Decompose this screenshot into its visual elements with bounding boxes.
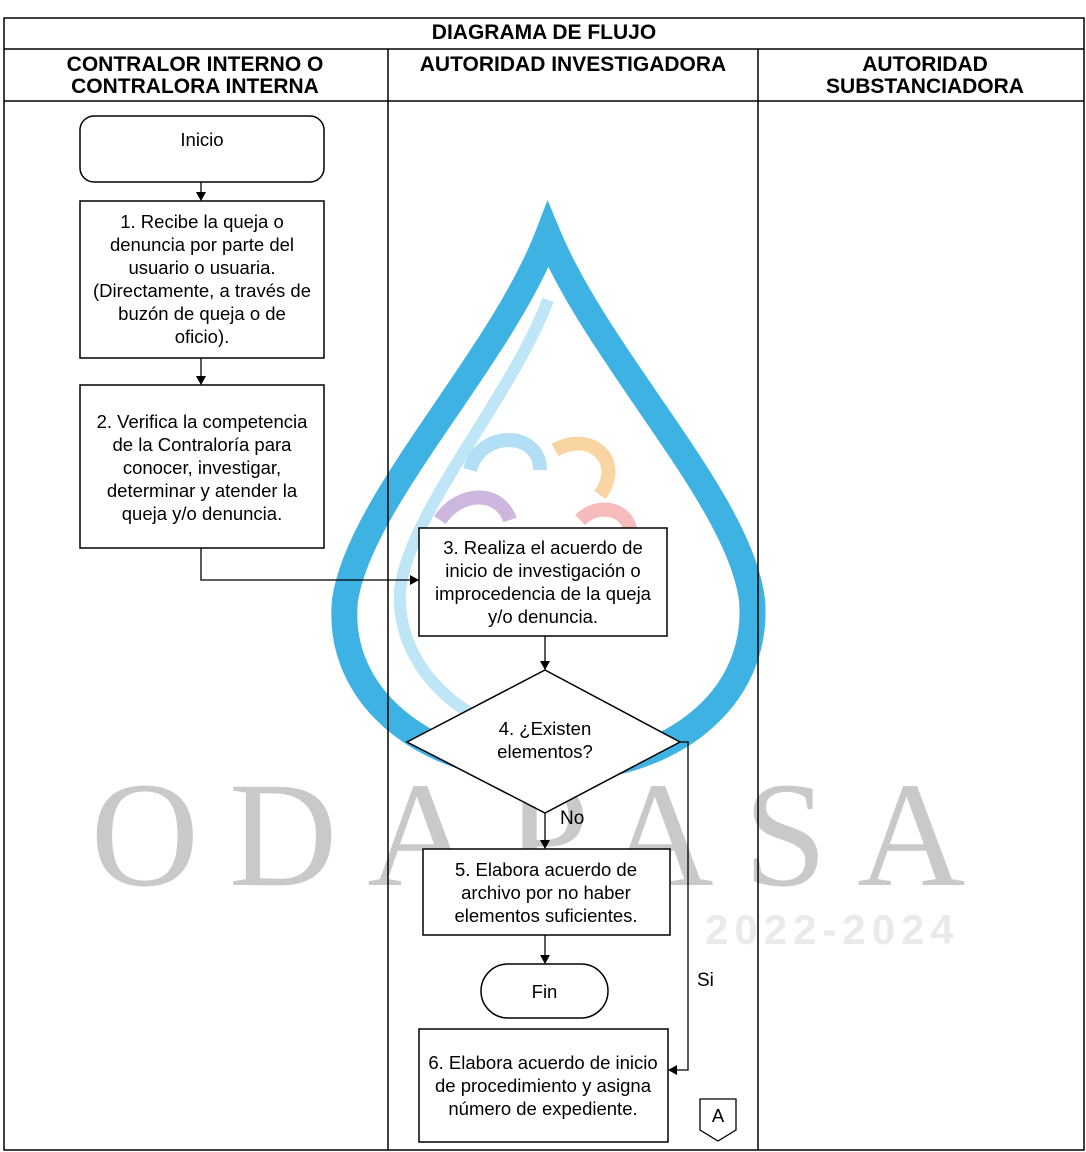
- offpage-connector: [699, 1098, 737, 1142]
- lane-header-investigadora: AUTORIDAD INVESTIGADORA: [419, 53, 727, 76]
- step6-box: [418, 1028, 669, 1143]
- arrow-2-to-3: [200, 548, 419, 585]
- step5-box: [422, 848, 671, 936]
- step1-label: 1. Recibe la queja o denuncia por parte …: [93, 211, 311, 347]
- connector-label: A: [711, 1104, 725, 1126]
- step2-box: [79, 384, 325, 549]
- edge-label-no: No: [560, 808, 585, 829]
- step3-label: 3. Realiza el acuerdo de inicio de inves…: [435, 537, 651, 627]
- table-grid: [3, 17, 1085, 1151]
- start-terminal: [79, 115, 325, 183]
- end-terminal: [480, 963, 609, 1019]
- step6-label: 6. Elabora acuerdo de inicio de procedim…: [428, 1051, 658, 1119]
- diagram-title: DIAGRAMA DE FLUJO: [431, 21, 657, 44]
- end-label: Fin: [531, 980, 558, 1002]
- lane-header-contralor: CONTRALOR INTERNO O CONTRALORA INTERNA: [66, 53, 324, 98]
- step5-label: 5. Elabora acuerdo de archivo por no hab…: [454, 858, 638, 926]
- step1-box: [79, 200, 325, 359]
- decision4-label: 4. ¿Existen elementos?: [497, 718, 593, 762]
- edge-label-yes: Si: [697, 970, 714, 991]
- start-label: Inicio: [180, 128, 224, 150]
- arrow-4-to-6: [668, 741, 689, 1075]
- step2-label: 2. Verifica la competencia de la Contral…: [96, 410, 308, 524]
- lane-header-substanciadora: AUTORIDAD SUBSTANCIADORA: [826, 53, 1024, 98]
- step3-box: [418, 527, 668, 637]
